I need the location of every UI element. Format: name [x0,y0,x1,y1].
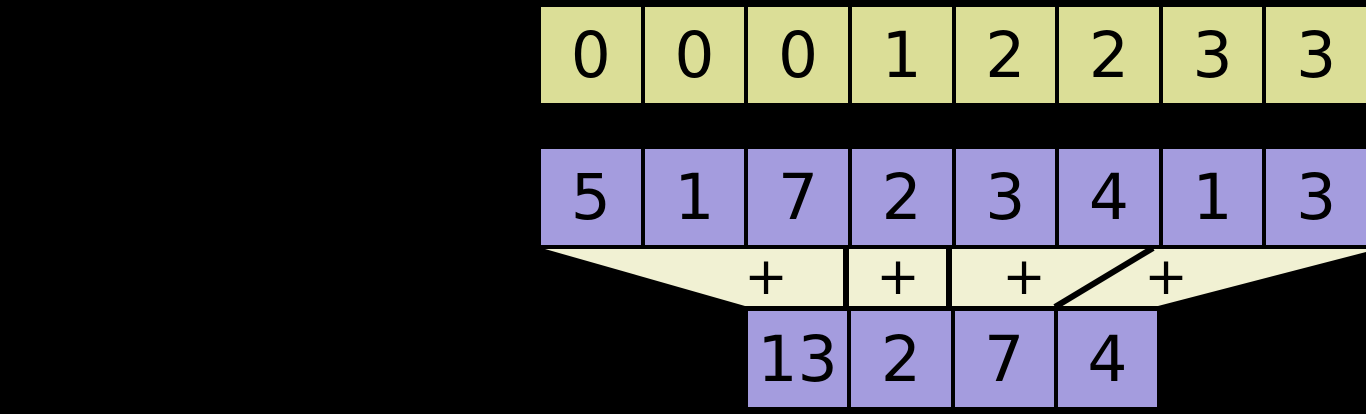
sum-cell: 13 [744,307,852,411]
plus-operator: + [876,247,920,307]
values-row: 5 1 7 2 3 4 1 3 [537,145,1366,249]
keys-row: 0 0 0 1 2 2 3 3 [537,3,1366,107]
value-cell: 5 [537,145,645,249]
sum-cell: 7 [950,307,1058,411]
value-cell: 4 [1055,145,1163,249]
sum-cell: 4 [1053,307,1161,411]
key-cell: 2 [951,3,1060,107]
value-cell: 3 [1262,145,1366,249]
key-cell: 0 [640,3,749,107]
key-cell: 0 [537,3,645,107]
plus-operator: + [1002,247,1046,307]
value-cell: 2 [847,145,956,249]
sum-cell: 2 [847,307,955,411]
funnel-divider-diagonal [1053,245,1155,310]
key-cell: 3 [1262,3,1366,107]
key-cell: 1 [847,3,956,107]
plus-operator: + [744,247,788,307]
value-cell: 1 [640,145,749,249]
value-cell: 3 [951,145,1060,249]
funnel-shape [545,249,1366,306]
value-cell: 7 [744,145,852,249]
plus-operator: + [1144,247,1188,307]
result-row: 13 2 7 4 [744,307,1161,411]
key-cell: 2 [1055,3,1163,107]
value-cell: 1 [1158,145,1267,249]
